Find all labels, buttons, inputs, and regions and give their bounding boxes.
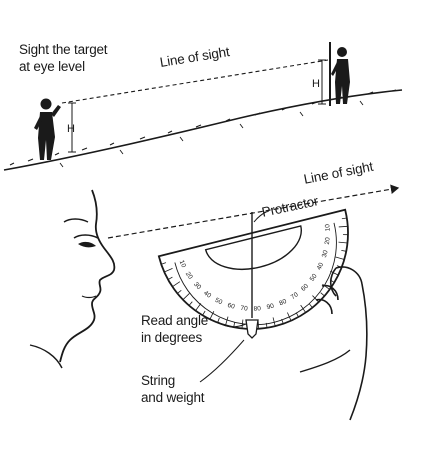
protractor-tick [281, 318, 284, 324]
protractor-tick [188, 301, 193, 306]
line-of-sight-lower [107, 184, 400, 239]
protractor-scale-label: 10 [178, 259, 187, 269]
protractor-tick [265, 322, 268, 328]
protractor-tick [195, 303, 202, 311]
plumb-string [245, 212, 259, 339]
protractor-tick [164, 268, 173, 273]
protractor-tick [295, 312, 299, 318]
protractor-tick [335, 256, 345, 260]
protractor-tick [338, 241, 348, 244]
height-marker-target [318, 59, 326, 105]
protractor-scale-label: 70 [290, 291, 300, 301]
protractor-tick [287, 312, 292, 321]
protractor-tick [167, 276, 173, 280]
protractor-tick [177, 289, 182, 294]
protractor-tick [272, 317, 276, 327]
protractor-tick [320, 292, 325, 297]
protractor-tick [308, 303, 313, 308]
protractor-scale-label: 40 [202, 290, 212, 300]
line-of-sight-upper [61, 59, 329, 104]
protractor-scale-label: 60 [227, 302, 236, 311]
protractor-tick [338, 225, 348, 228]
protractor-scale-label: 20 [324, 237, 332, 245]
protractor-scale-label: 70 [240, 305, 248, 313]
instruction-line-2: at eye level [19, 59, 85, 74]
protractor-scale-label: 80 [278, 298, 288, 307]
protractor-tick [241, 319, 244, 329]
hill-slope [3, 89, 403, 171]
hand [299, 266, 368, 421]
face-profile [29, 189, 116, 369]
protractor-tick [341, 249, 347, 252]
protractor-scale-label: 50 [214, 297, 224, 307]
label-leader-lines [199, 211, 267, 383]
height-marker-observer [68, 102, 76, 153]
protractor-scale-label: 30 [192, 281, 202, 291]
observer-figure [34, 98, 61, 160]
protractor-tick [312, 295, 319, 303]
protractor-tick [330, 270, 339, 276]
protractor-scale-label: 40 [316, 261, 326, 271]
string-line-1: String [141, 373, 176, 388]
protractor-scale-label: 50 [309, 273, 319, 283]
protractor-scale-label: 10 [324, 223, 332, 231]
protractor-scale-label: 30 [321, 249, 330, 258]
protractor-tick [202, 310, 206, 316]
protractor-tick [209, 311, 215, 320]
read-angle-line-2: in degrees [141, 330, 203, 345]
protractor-tick [217, 317, 220, 323]
target-figure [329, 42, 350, 106]
height-label-target: H [312, 78, 320, 90]
instruction-line-1: Sight the target [19, 42, 108, 57]
protractor-scale-label: 20 [184, 271, 194, 281]
protractor-scale-label: 60 [300, 283, 310, 293]
protractor-tick [172, 281, 181, 288]
protractor-tick [161, 262, 167, 265]
protractor-tick [300, 304, 307, 313]
protractor-tick [341, 217, 347, 220]
read-angle-line-1: Read angle [141, 313, 209, 328]
protractor-tick [342, 234, 348, 236]
string-line-2: and weight [141, 390, 205, 405]
protractor-scale-label: 80 [253, 305, 261, 313]
protractor-scale-label: 90 [266, 303, 275, 312]
protractor-tick [182, 293, 190, 300]
height-label-observer: H [67, 123, 75, 135]
protractor-tick [225, 316, 229, 326]
